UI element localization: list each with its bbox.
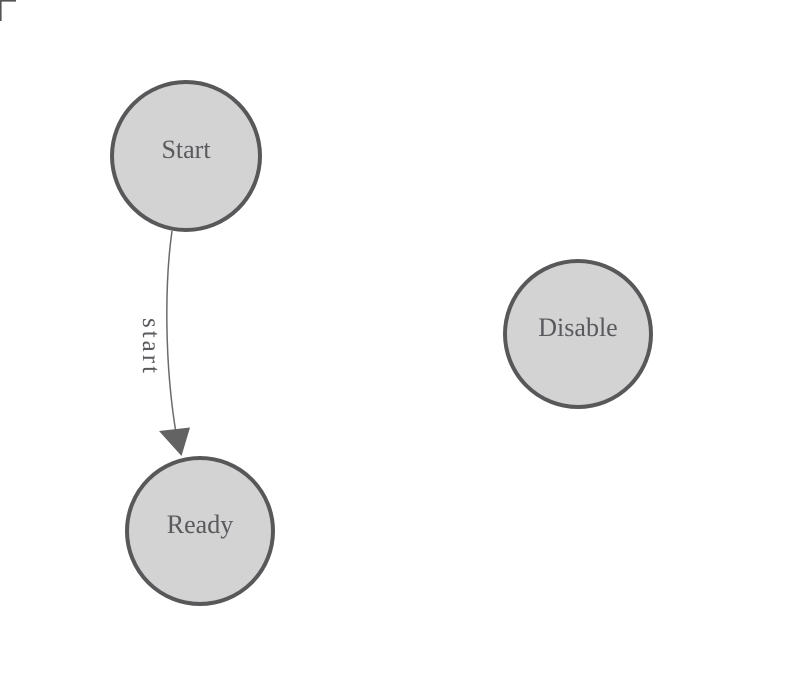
edge-label: start xyxy=(137,318,164,376)
state-node-ready-circle[interactable] xyxy=(125,456,275,606)
edge-path[interactable] xyxy=(166,230,177,434)
state-node-start[interactable]: Start xyxy=(110,80,262,232)
state-node-start-label: Start xyxy=(161,135,211,164)
state-node-ready[interactable]: Ready xyxy=(125,456,275,606)
transition-edge-start-to-ready[interactable]: start xyxy=(137,230,190,456)
state-node-disable[interactable]: Disable xyxy=(503,259,653,409)
state-node-start-circle[interactable] xyxy=(110,80,262,232)
state-node-disable-label: Disable xyxy=(538,313,617,342)
edge-arrowhead-icon xyxy=(159,427,190,456)
state-node-disable-circle[interactable] xyxy=(503,259,653,409)
state-node-ready-label: Ready xyxy=(167,510,233,539)
canvas-corner-mark xyxy=(0,0,16,21)
